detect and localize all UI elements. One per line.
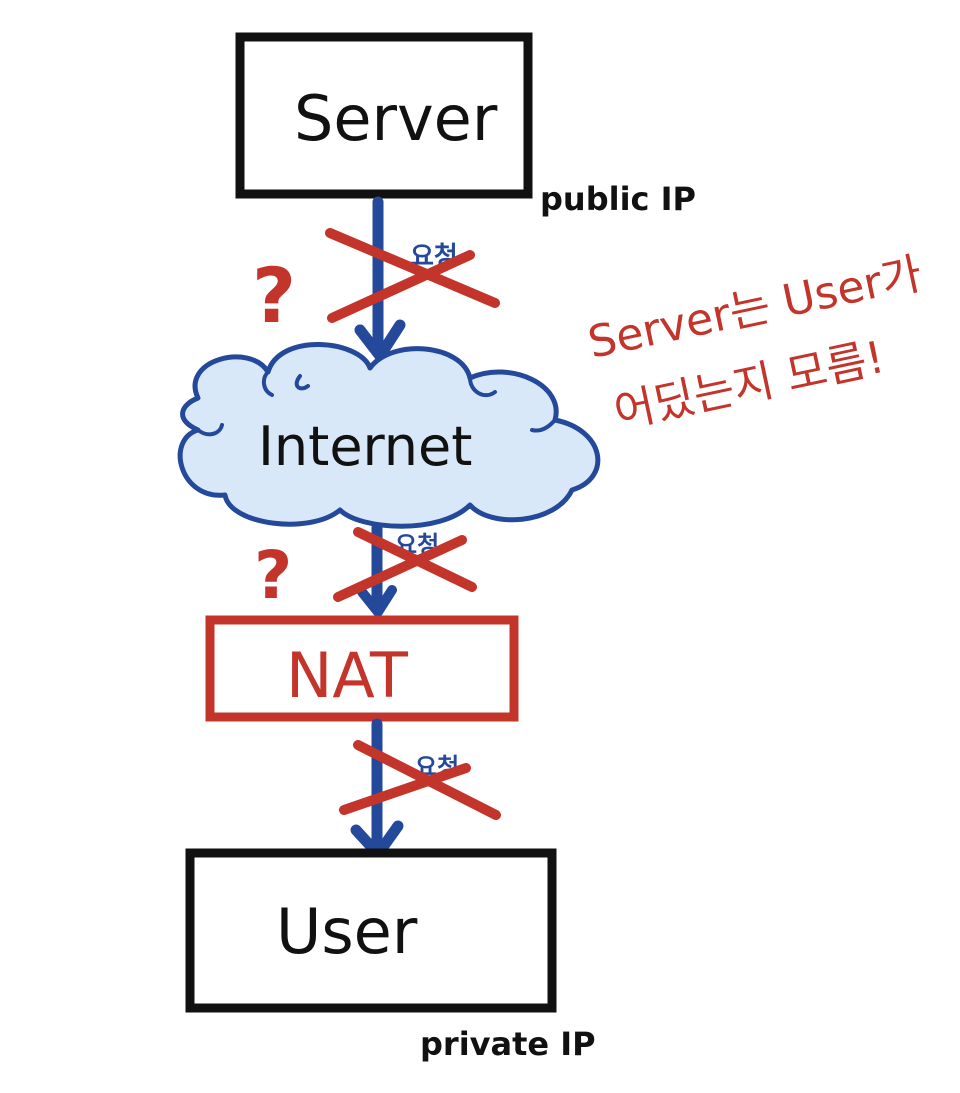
server-box — [235, 32, 533, 199]
nat-box — [205, 615, 519, 722]
private-ip-label: private IP — [420, 1025, 596, 1063]
cross-mark-1 — [325, 228, 500, 323]
public-ip-label: public IP — [540, 180, 696, 218]
user-box — [185, 848, 557, 1013]
question-mark-1: ? — [252, 251, 296, 340]
server-label: Server — [294, 82, 498, 155]
user-label: User — [276, 895, 418, 968]
nat-node: NAT — [205, 615, 519, 722]
server-node: Server — [235, 32, 533, 199]
cloud-shape — [177, 342, 601, 529]
internet-node: Internet — [177, 342, 601, 529]
cross-mark-2 — [333, 527, 477, 602]
user-node: User — [185, 848, 557, 1013]
cross-mark-3 — [339, 740, 501, 820]
nat-label: NAT — [286, 639, 409, 712]
internet-label: Internet — [258, 415, 472, 478]
arrow-server-to-internet — [354, 196, 406, 362]
question-mark-2: ? — [254, 537, 292, 614]
handwritten-note: Server는 User가 어딨는지 모름! — [584, 248, 927, 438]
